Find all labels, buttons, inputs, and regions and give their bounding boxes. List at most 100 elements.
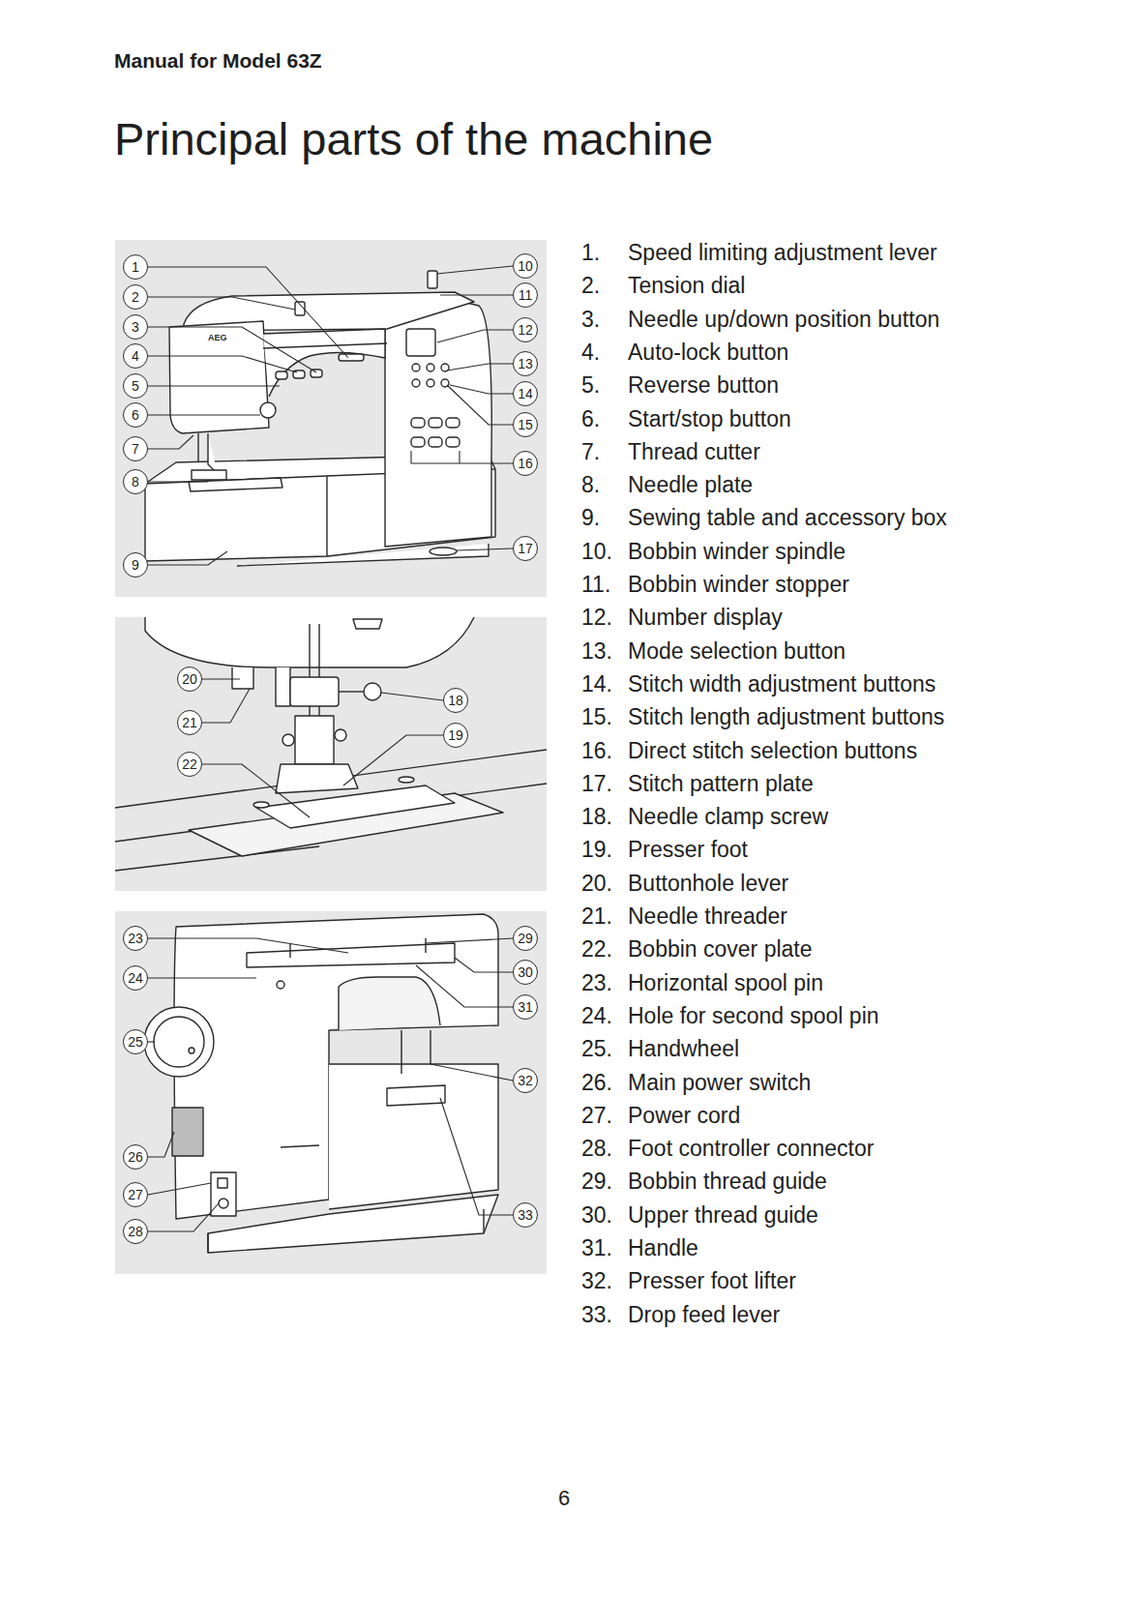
callout-number: 23 <box>122 925 149 951</box>
callout-text: 8 <box>131 474 140 489</box>
callout-number: 5 <box>122 373 149 399</box>
callout-text: 15 <box>517 417 534 432</box>
callout-text: 30 <box>517 965 534 980</box>
callout-text: 18 <box>447 693 464 708</box>
callout-number: 10 <box>512 253 538 279</box>
callout-text: 28 <box>127 1224 144 1239</box>
callout-text: 27 <box>127 1187 144 1202</box>
list-number: 15. <box>581 704 613 732</box>
callout-number: 25 <box>122 1029 149 1055</box>
list-number: 24. <box>581 1003 613 1031</box>
callout-number: 27 <box>122 1182 149 1208</box>
callout-text: 4 <box>131 349 140 363</box>
part-name: Bobbin thread guide <box>627 1168 828 1196</box>
list-number: 7. <box>581 439 600 467</box>
list-number: 22. <box>581 936 613 964</box>
list-number: 20. <box>581 870 613 898</box>
list-number: 30. <box>581 1202 613 1230</box>
panel-front-view <box>115 239 547 597</box>
part-name: Auto-lock button <box>627 339 789 367</box>
callout-number: 22 <box>177 751 203 777</box>
part-name: Start/stop button <box>627 406 792 434</box>
part-name: Needle threader <box>627 903 788 931</box>
part-name: Buttonhole lever <box>627 870 789 898</box>
part-name: Bobbin cover plate <box>627 936 813 964</box>
callout-text: 12 <box>517 323 534 337</box>
callout-text: 3 <box>131 320 140 334</box>
callout-number: 7 <box>122 436 149 462</box>
callout-number: 12 <box>512 317 538 343</box>
callout-text: 13 <box>517 356 534 371</box>
part-name: Foot controller connector <box>627 1135 874 1163</box>
callout-number: 3 <box>122 314 149 340</box>
part-name: Stitch length adjustment buttons <box>627 704 945 732</box>
callout-text: 23 <box>127 931 144 946</box>
list-number: 27. <box>581 1102 613 1130</box>
callout-text: 7 <box>131 442 140 456</box>
list-number: 26. <box>581 1069 613 1098</box>
callout-number: 14 <box>512 381 538 407</box>
list-number: 31. <box>581 1235 613 1263</box>
list-number: 23. <box>581 970 613 998</box>
callout-number: 18 <box>443 687 469 713</box>
callout-number: 16 <box>512 450 538 476</box>
list-number: 18. <box>581 803 613 832</box>
callout-text: 29 <box>517 931 534 946</box>
leader-lines <box>148 266 513 1232</box>
list-number: 13. <box>581 638 613 666</box>
callout-text: 25 <box>127 1035 144 1049</box>
list-number: 14. <box>581 671 613 699</box>
part-name: Stitch pattern plate <box>627 771 814 799</box>
list-number: 8. <box>581 472 600 500</box>
callout-number: 26 <box>122 1144 149 1170</box>
list-number: 12. <box>581 604 613 632</box>
callout-text: 19 <box>447 728 464 743</box>
callout-text: 10 <box>517 259 534 273</box>
list-number: 19. <box>581 836 613 864</box>
part-name: Horizontal spool pin <box>627 970 824 998</box>
callout-number: 19 <box>443 722 469 748</box>
callout-number: 1 <box>122 254 149 280</box>
part-name: Power cord <box>627 1102 741 1130</box>
part-name: Needle clamp screw <box>627 803 829 832</box>
callout-number: 13 <box>512 351 538 377</box>
callout-number: 15 <box>512 412 538 438</box>
callout-text: 24 <box>127 971 144 985</box>
list-number: 16. <box>581 738 613 766</box>
callout-text: 33 <box>517 1208 534 1222</box>
callout-text: 31 <box>517 1000 534 1014</box>
list-number: 28. <box>581 1135 613 1163</box>
part-name: Sewing table and accessory box <box>627 504 948 533</box>
callout-number: 11 <box>512 282 538 308</box>
list-number: 6. <box>581 406 600 434</box>
part-name: Main power switch <box>627 1069 811 1098</box>
running-header: Manual for Model 63Z <box>114 48 323 73</box>
list-number: 4. <box>581 339 600 367</box>
machine-back <box>144 914 499 1253</box>
part-name: Hole for second spool pin <box>627 1003 880 1031</box>
callout-text: 9 <box>131 558 140 572</box>
panel-back-view <box>115 911 547 1275</box>
callout-text: 32 <box>517 1073 534 1088</box>
callout-number: 29 <box>512 925 538 951</box>
machine-front <box>145 270 496 566</box>
list-number: 3. <box>581 306 600 334</box>
part-name: Handwheel <box>627 1036 740 1064</box>
part-name: Direct stitch selection buttons <box>627 738 918 766</box>
callout-text: 11 <box>518 288 534 302</box>
callout-number: 32 <box>512 1068 538 1094</box>
list-number: 1. <box>581 239 600 268</box>
part-name: Thread cutter <box>627 439 761 467</box>
part-name: Bobbin winder spindle <box>627 538 846 566</box>
part-name: Needle plate <box>627 472 753 500</box>
callout-text: 17 <box>517 541 534 556</box>
list-number: 5. <box>581 372 600 400</box>
callout-text: 6 <box>131 408 140 422</box>
needle-area <box>115 617 547 871</box>
list-number: 11. <box>581 571 611 599</box>
list-number: 17. <box>581 771 613 799</box>
brand-mark: AEG <box>207 332 228 343</box>
callout-text: 1 <box>131 260 140 274</box>
